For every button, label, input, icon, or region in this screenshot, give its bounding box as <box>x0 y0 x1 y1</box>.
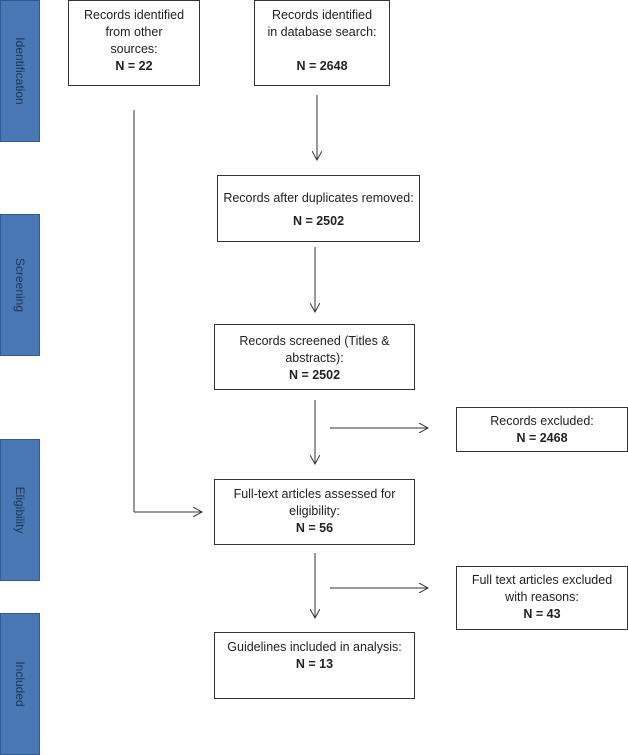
box-database-line2: in database search: <box>267 25 377 39</box>
box-excluded-count: N = 2468 <box>516 431 568 445</box>
box-database-line1: Records identified <box>271 8 373 22</box>
box-included-count: N = 13 <box>295 657 334 671</box>
box-fulltext-assessed: Full-text articles assessed for eligibil… <box>214 479 415 545</box>
box-fulltext-line2: eligibility: <box>289 504 340 518</box>
box-screened-line2: abstracts): <box>285 351 344 365</box>
box-other-sources-line1: Records identified <box>83 8 185 22</box>
box-records-screened: Records screened (Titles & abstracts): N… <box>214 324 415 390</box>
box-included-line1: Guidelines included in analysis: <box>227 640 402 654</box>
box-excluded-line1: Records excluded: <box>490 414 594 428</box>
box-duplicates-count: N = 2502 <box>292 214 345 228</box>
box-fulltext-excluded-count: N = 43 <box>523 607 561 621</box>
box-fulltext-excluded: Full text articles excluded with reasons… <box>456 566 628 630</box>
box-other-sources-line3: sources: <box>110 42 158 56</box>
box-fulltext-excluded-line2: with reasons: <box>505 590 579 604</box>
box-other-sources-line2: from other <box>105 25 163 39</box>
box-records-excluded: Records excluded: N = 2468 <box>456 407 628 452</box>
box-fulltext-line1: Full-text articles assessed for <box>233 487 396 501</box>
box-database-count: N = 2648 <box>296 59 348 73</box>
box-guidelines-included: Guidelines included in analysis: N = 13 <box>214 632 415 699</box>
phase-identification: Identification <box>0 0 40 142</box>
box-other-sources-count: N = 22 <box>115 59 153 73</box>
box-duplicates-removed: Records after duplicates removed: N = 25… <box>217 175 420 242</box>
box-fulltext-count: N = 56 <box>295 521 334 535</box>
box-screened-line1: Records screened (Titles & <box>239 334 390 348</box>
phase-eligibility: Eligibility <box>0 439 40 581</box>
box-other-sources: Records identified from other sources: N… <box>68 0 200 86</box>
box-duplicates-line1: Records after duplicates removed: <box>223 191 414 205</box>
box-fulltext-excluded-line1: Full text articles excluded <box>471 573 613 587</box>
box-screened-count: N = 2502 <box>288 368 341 382</box>
phase-included: Included <box>0 613 40 755</box>
box-database-search: Records identified in database search: N… <box>254 0 390 86</box>
phase-screening: Screening <box>0 214 40 356</box>
